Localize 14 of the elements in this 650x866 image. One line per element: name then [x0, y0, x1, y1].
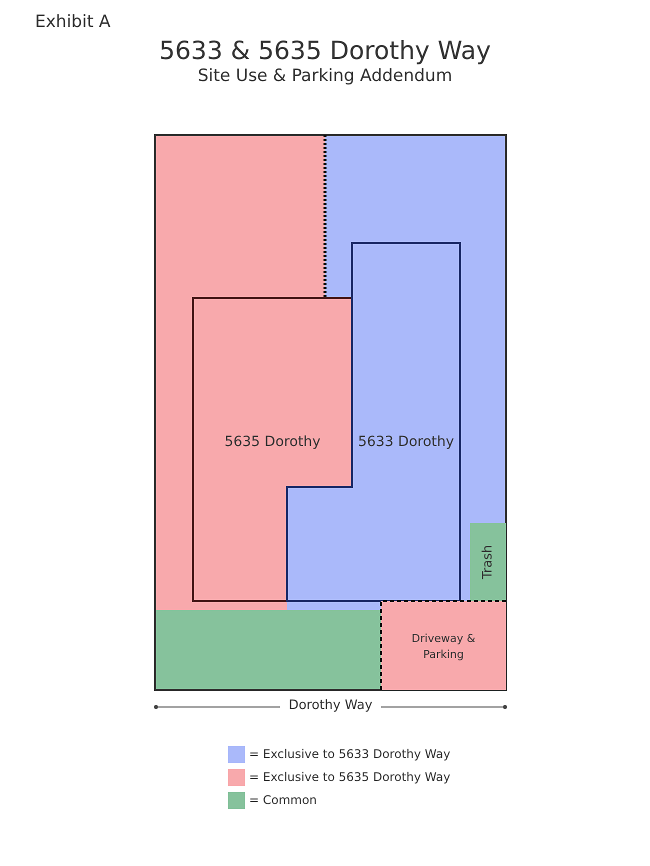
- area-label: 5633 Dorothy: [356, 433, 456, 452]
- legend-text: = Exclusive to 5633 Dorothy Way: [249, 747, 450, 761]
- building-footprint: [193, 298, 352, 601]
- exhibit-label: Exhibit A: [35, 12, 111, 32]
- trash-area: [470, 523, 506, 601]
- subtitle: Site Use & Parking Addendum: [196, 66, 454, 86]
- street-label: Dorothy Way: [288, 698, 374, 713]
- legend-text: = Exclusive to 5635 Dorothy Way: [249, 770, 450, 784]
- legend-text: = Common: [249, 793, 317, 807]
- area-label: 5635 Dorothy: [223, 433, 322, 452]
- area-label: Trash: [480, 544, 496, 580]
- page-title: 5633 & 5635 Dorothy Way: [158, 36, 492, 65]
- driveway-parking-area: [381, 601, 506, 690]
- area-label: Driveway & Parking: [410, 631, 476, 663]
